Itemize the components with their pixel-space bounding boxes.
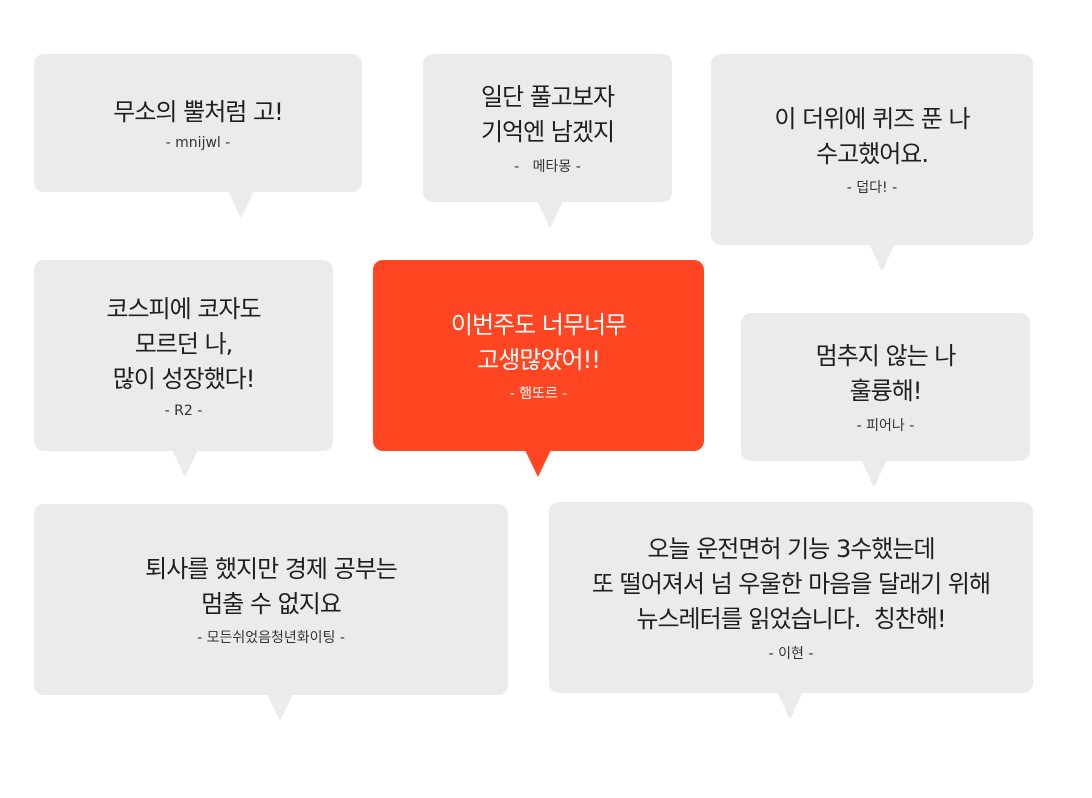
message-line: 멈출 수 없지요 [201, 589, 342, 618]
testimonial-bubble: 오늘 운전면허 기능 3수했는데 또 떨어져서 넘 우울한 마음을 달래기 위해… [549, 502, 1033, 719]
message-line: 이 더위에 퀴즈 푼 나 [774, 104, 970, 133]
message-line: 기억엔 남겠지 [480, 118, 615, 146]
testimonial-message: 퇴사를 했지만 경제 공부는 멈출 수 없지요 [145, 552, 398, 622]
testimonial-bubble: 멈추지 않는 나 훌륭해! - 피어나 - [741, 313, 1030, 487]
message-line: 일단 풀고보자 [480, 83, 615, 112]
testimonial-author: - 햄또르 - [509, 386, 568, 403]
message-line: 퇴사를 했지만 경제 공부는 [145, 554, 398, 583]
speech-tail [525, 450, 551, 477]
testimonial-author: - 이현 - [768, 645, 814, 662]
testimonial-message: 이번주도 너무너무 고생많았어!! [450, 308, 627, 378]
message-line: 많이 성장했다! [112, 364, 256, 393]
message-line: 오늘 운전면허 기능 3수했는데 [647, 535, 935, 564]
speech-tail [537, 201, 563, 228]
message-line: 코스피에 코자도 [106, 295, 261, 324]
testimonial-author: - 모든쉬었음청년화이팅 - [197, 630, 345, 647]
message-line: 뉴스레터를 읽었습니다. 칭찬해! [636, 604, 946, 633]
testimonial-author: - 메타몽 - [514, 158, 581, 175]
testimonial-author: - mnijwl - [165, 135, 231, 152]
speech-tail [267, 694, 293, 721]
testimonial-message: 멈추지 않는 나 훌륭해! [815, 339, 957, 409]
testimonial-bubble: 코스피에 코자도 모르던 나, 많이 성장했다! - R2 - [34, 260, 333, 477]
testimonial-message: 오늘 운전면허 기능 3수했는데 또 떨어져서 넘 우울한 마음을 달래기 위해… [591, 532, 991, 636]
message-line: 훌륭해! [849, 377, 923, 405]
testimonial-bubble: 일단 풀고보자 기억엔 남겠지 - 메타몽 - [423, 54, 672, 228]
speech-tail [228, 191, 254, 218]
testimonial-author: - R2 - [164, 402, 203, 419]
testimonial-bubble: 무소의 뿔처럼 고! - mnijwl - [34, 54, 362, 218]
speech-tail [777, 692, 803, 719]
message-line: 이번주도 너무너무 [450, 310, 627, 339]
testimonial-bubble: 퇴사를 했지만 경제 공부는 멈출 수 없지요 - 모든쉬었음청년화이팅 - [34, 504, 508, 721]
testimonial-bubble: 이 더위에 퀴즈 푼 나 수고했어요. - 덥다! - [711, 54, 1033, 271]
speech-tail [861, 460, 887, 487]
message-line: 또 떨어져서 넘 우울한 마음을 달래기 위해 [591, 570, 991, 599]
message-line: 무소의 뿔처럼 고! [113, 97, 283, 126]
message-line: 멈추지 않는 나 [815, 342, 957, 371]
featured-testimonial-bubble: 이번주도 너무너무 고생많았어!! - 햄또르 - [373, 260, 704, 477]
message-line: 수고했어요. [815, 139, 929, 168]
testimonial-author: - 덥다! - [846, 180, 898, 197]
speech-tail [172, 450, 198, 477]
testimonial-message: 코스피에 코자도 모르던 나, 많이 성장했다! [106, 292, 261, 396]
testimonial-message: 이 더위에 퀴즈 푼 나 수고했어요. [774, 102, 970, 172]
testimonial-author: - 피어나 - [856, 417, 915, 434]
message-line: 모르던 나, [134, 330, 234, 359]
speech-tail [869, 244, 895, 271]
testimonial-message: 일단 풀고보자 기억엔 남겠지 [480, 80, 615, 150]
testimonial-message: 무소의 뿔처럼 고! [113, 95, 283, 130]
message-line: 고생많았어!! [477, 345, 601, 374]
